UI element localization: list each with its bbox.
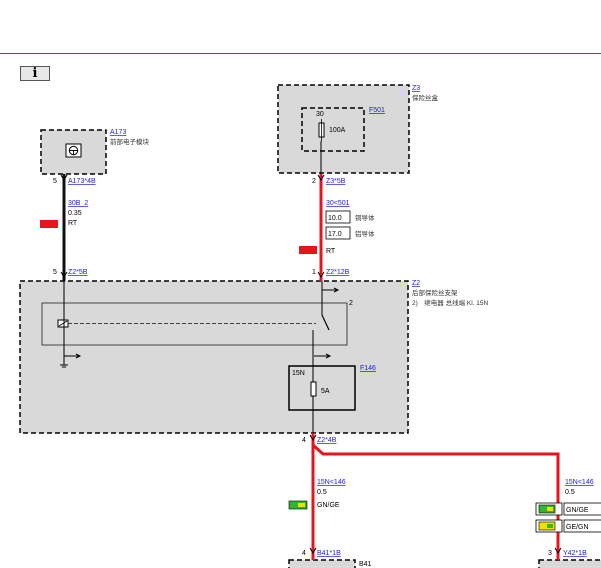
fuse-f146-icon [310, 381, 317, 397]
fuse-f146-block [288, 365, 356, 411]
steering-wheel-icon [65, 143, 82, 158]
a173-connector-link[interactable]: A173*4B [68, 178, 96, 185]
wire-color-swatch-gnge [288, 500, 308, 510]
wire-color-swatch-rt-1 [40, 220, 58, 228]
gauge-copper-cell [325, 210, 351, 224]
b41-box [288, 559, 356, 568]
z3-name: 保险丝盒 [412, 93, 439, 102]
wire-30-501-color: RT [326, 248, 336, 255]
z2-note: 2) 继电器 总线端 Kl. 15N [412, 298, 489, 307]
wire-15n-146-y42-color-2: GE/GN [566, 524, 589, 531]
b41-connector-link[interactable]: B41*1B [317, 550, 341, 557]
wire-15n-146-y42-signal-link[interactable]: 15N<146 [565, 479, 594, 486]
wire-30-501-gauge-alu: 17.0 [328, 231, 342, 238]
wire-15n-146-gauge: 0.5 [317, 489, 327, 496]
z2-connector-bottom-link[interactable]: Z2*4B [317, 437, 337, 444]
z3-link[interactable]: Z3 [412, 85, 420, 92]
b41-pin: 4 [302, 550, 306, 557]
z2-pin-bottom: 4 [302, 437, 306, 444]
fuse-f501-block [301, 107, 365, 152]
wire-30-501-gauge-copper: 10.0 [328, 215, 342, 222]
y42-box [538, 559, 601, 568]
wire-15n-146-y42 [311, 443, 560, 560]
a173-pin: 5 [53, 178, 57, 185]
z3-connector-link[interactable]: Z3*5B [326, 178, 346, 185]
z3-pin: 2 [312, 178, 316, 185]
z2-pin-left: 5 [53, 269, 57, 276]
fuse-f146-link[interactable]: F146 [360, 365, 376, 372]
info-button[interactable]: i [20, 66, 50, 81]
z2-connector-left-link[interactable]: Z2*5B [68, 269, 88, 276]
z2-name: 后部保险丝支架 [412, 288, 458, 297]
y42-connector-link[interactable]: Y42*1B [563, 550, 587, 557]
relay-ref: 2 [349, 300, 353, 307]
a173-name: 前部电子模块 [110, 137, 150, 146]
wire-30-501-signal-link[interactable]: 30<501 [326, 200, 350, 207]
fuse-f501-pin: 30 [316, 111, 324, 118]
wire-15n-146-color: GN/GE [317, 502, 340, 509]
header-divider [0, 53, 601, 54]
wire-color-swatch-y42-2 [535, 519, 563, 533]
fuse-f146-rating: 5A [321, 388, 330, 395]
z2-link[interactable]: Z2 [412, 280, 420, 287]
b41-label: B41 [359, 561, 372, 568]
fuse-f501-rating: 100A [329, 127, 346, 134]
a173-link[interactable]: A173 [110, 129, 126, 136]
y42-pin: 3 [548, 550, 552, 557]
wire-15n-146-signal-link[interactable]: 15N<146 [317, 479, 346, 486]
wire-30b-2-color: RT [68, 220, 78, 227]
z2-connector-top-link[interactable]: Z2*12B [326, 269, 350, 276]
z2-pin-top: 1 [312, 269, 316, 276]
wire-15n-146-y42-color-1: GN/GE [566, 507, 589, 514]
relay-switch-contact [321, 314, 330, 331]
wire-color-swatch-y42-1 [535, 502, 563, 516]
wire-30-501-alu-label: 铝导体 [355, 229, 375, 238]
y42-color-cell-1 [563, 502, 601, 516]
wire-30b-2-gauge: 0.35 [68, 210, 82, 217]
wire-15n-146-y42-gauge: 0.5 [565, 489, 575, 496]
wire-color-swatch-rt-2 [299, 246, 317, 254]
gauge-alu-cell [325, 226, 351, 240]
wire-30b-2-signal-link[interactable]: 30B_2 [68, 200, 88, 207]
y42-color-cell-2 [563, 519, 601, 533]
fuse-f501-link[interactable]: F501 [369, 107, 385, 114]
wire-30-501-copper-label: 铜导体 [355, 213, 375, 222]
fuse-f146-terminal: 15N [292, 370, 305, 377]
